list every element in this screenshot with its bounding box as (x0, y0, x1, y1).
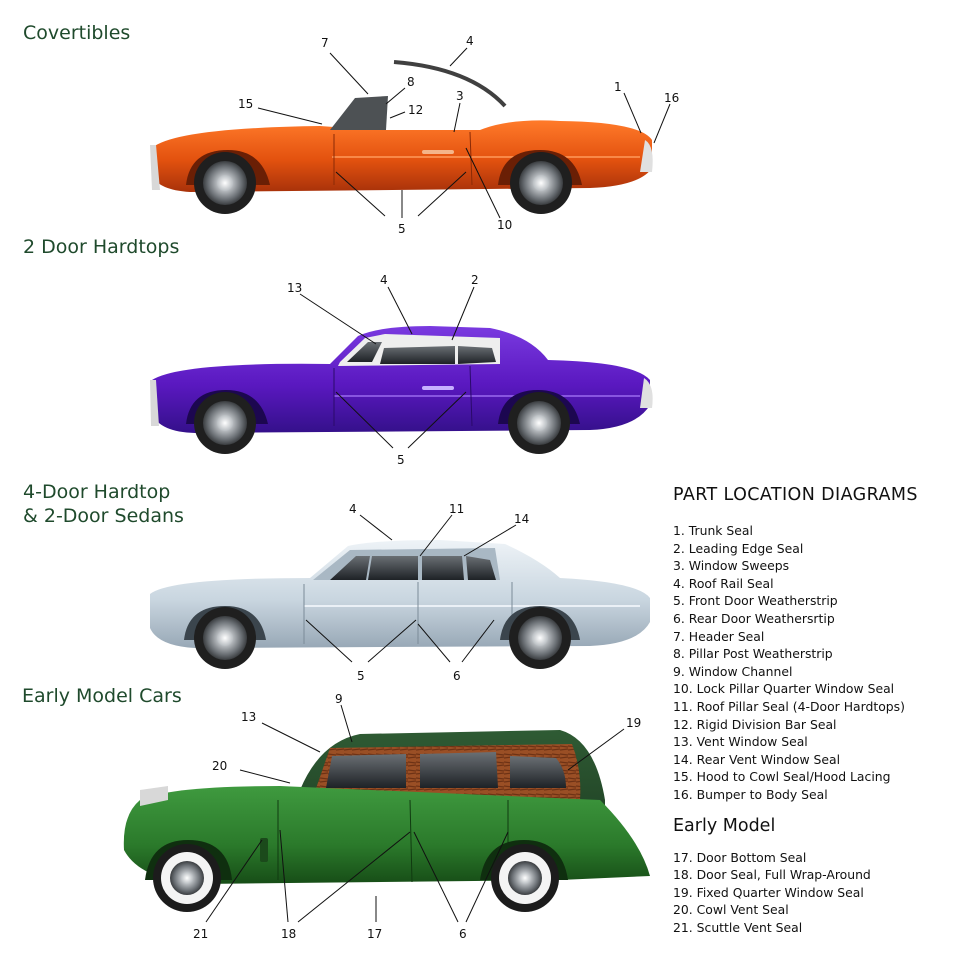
callout-4: 4 (380, 273, 388, 287)
early-model-car (123, 730, 651, 912)
callout-12: 12 (408, 103, 423, 117)
callout-6: 6 (459, 927, 467, 941)
section-title-line-2: & 2-Door Sedans (23, 505, 184, 527)
legend-item: 15. Hood to Cowl Seal/Hood Lacing (673, 769, 891, 785)
legend-title: PART LOCATION DIAGRAMS (673, 485, 918, 505)
hardtop-car (150, 326, 653, 454)
callout-13: 13 (287, 281, 302, 295)
legend-item: 12. Rigid Division Bar Seal (673, 716, 837, 732)
legend-item: 13. Vent Window Seal (673, 734, 808, 750)
legend-list: 1. Trunk Seal 2. Leading Edge Seal 3. Wi… (673, 522, 953, 804)
parts-legend: PART LOCATION DIAGRAMS 1. Trunk Seal 2. … (673, 485, 953, 936)
legend-item: 2. Leading Edge Seal (673, 540, 804, 556)
callout-16: 16 (664, 91, 679, 105)
callout-17: 17 (367, 927, 382, 941)
callout-5: 5 (398, 222, 406, 236)
section-title-line-1: 4-Door Hardtop (23, 481, 171, 503)
callout-6: 6 (453, 669, 461, 683)
legend-item: 7. Header Seal (673, 628, 765, 644)
callout-20: 20 (212, 759, 227, 773)
legend-item: 6. Rear Door Weathersrtip (673, 610, 835, 626)
callout-7: 7 (321, 36, 329, 50)
sedan-callouts: 4 11 14 5 6 (305, 502, 529, 683)
callout-21: 21 (193, 927, 208, 941)
legend-item: 5. Front Door Weatherstrip (673, 593, 838, 609)
callout-19: 19 (626, 716, 641, 730)
section-title-2-door-hardtops: 2 Door Hardtops (23, 236, 180, 258)
hardtop-callouts: 13 4 2 5 (287, 273, 479, 467)
callout-15: 15 (238, 97, 253, 111)
legend-item: 3. Window Sweeps (673, 558, 790, 574)
callout-5: 5 (357, 669, 365, 683)
legend-item: 20. Cowl Vent Seal (673, 902, 789, 918)
legend-item: 14. Rear Vent Window Seal (673, 751, 841, 767)
callout-4: 4 (349, 502, 357, 516)
callout-1: 1 (614, 80, 622, 94)
convertible-car (150, 60, 653, 214)
callout-14: 14 (514, 512, 529, 526)
legend-item: 11. Roof Pillar Seal (4-Door Hardtops) (673, 698, 905, 714)
callout-11: 11 (449, 502, 464, 516)
section-title-4-door-hardtop: 4-Door Hardtop & 2-Door Sedans (23, 480, 184, 528)
legend-item: 16. Bumper to Body Seal (673, 786, 828, 802)
callout-4: 4 (466, 34, 474, 48)
legend-item: 10. Lock Pillar Quarter Window Seal (673, 681, 895, 697)
sedan-car (150, 540, 650, 669)
callout-13: 13 (241, 710, 256, 724)
legend-item: 1. Trunk Seal (673, 523, 753, 538)
legend-early-title: Early Model (673, 815, 776, 836)
legend-item: 19. Fixed Quarter Window Seal (673, 884, 864, 900)
callout-5: 5 (397, 453, 405, 467)
callout-9: 9 (335, 692, 343, 706)
section-title-convertibles: Covertibles (23, 22, 131, 44)
legend-item: 8. Pillar Post Weatherstrip (673, 646, 833, 662)
section-title-early-model-cars: Early Model Cars (22, 685, 182, 707)
legend-item: 21. Scuttle Vent Seal (673, 919, 803, 935)
legend-item: 4. Roof Rail Seal (673, 575, 774, 591)
legend-item: 18. Door Seal, Full Wrap-Around (673, 867, 871, 883)
callout-8: 8 (407, 75, 415, 89)
convertible-callouts: 7 4 8 12 15 3 1 16 5 10 (238, 34, 679, 236)
callout-10: 10 (497, 218, 512, 232)
early-model-callouts: 9 13 19 20 21 18 17 6 (193, 692, 641, 941)
callout-18: 18 (281, 927, 296, 941)
callout-3: 3 (456, 89, 464, 103)
callout-2: 2 (471, 273, 479, 287)
legend-item: 9. Window Channel (673, 663, 793, 679)
legend-item: 17. Door Bottom Seal (673, 849, 807, 865)
legend-early-list: 17. Door Bottom Seal 18. Door Seal, Full… (673, 849, 953, 937)
